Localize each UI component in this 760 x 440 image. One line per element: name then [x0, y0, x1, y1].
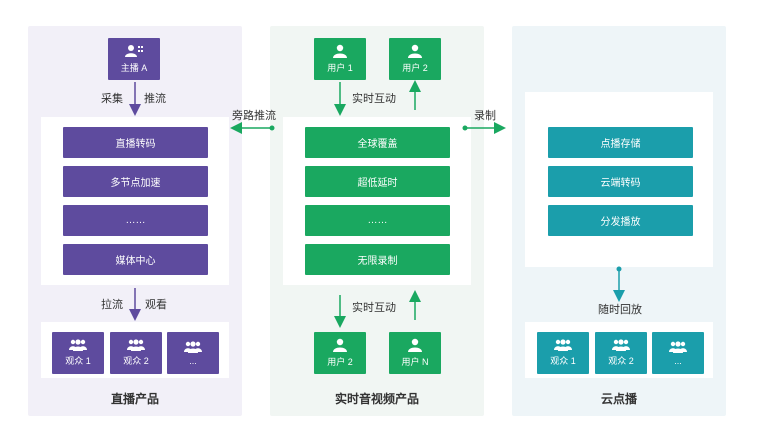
rtc-title: 实时音视频产品	[334, 392, 419, 406]
live-service-more: ……	[63, 205, 208, 236]
vod-viewer-more-label: ...	[674, 355, 682, 366]
vod-service-distribution: 分发播放	[548, 205, 693, 236]
live-watch-label: 观看	[145, 299, 167, 311]
live-viewer-more: ...	[167, 332, 219, 374]
rtc-user-2: 用户 2	[389, 38, 441, 80]
rtc-user-bottom-2-label: 用户 2	[327, 357, 353, 367]
live-viewer-1: 观众 1	[52, 332, 104, 374]
audience-icon	[612, 339, 630, 351]
live-service-media-center: 媒体中心	[63, 244, 208, 275]
user-icon	[408, 44, 422, 58]
rtc-bottom-interact-label: 实时互动	[352, 302, 396, 314]
rtc-top-interact-label: 实时互动	[352, 93, 396, 105]
user-icon	[333, 338, 347, 352]
rtc-service-coverage: 全球覆盖	[305, 127, 450, 158]
vod-viewer-2-label: 观众 2	[608, 356, 634, 366]
live-pull-label: 拉流	[101, 299, 123, 311]
rtc-user-bottom-n-label: 用户 N	[401, 357, 429, 367]
anchor-label: 主播 A	[120, 63, 148, 73]
live-collect-label: 采集	[101, 93, 123, 105]
live-viewer-more-label: ...	[189, 355, 197, 366]
anchor-tile: 主播 A	[108, 38, 160, 80]
user-icon	[333, 44, 347, 58]
record-label: 录制	[474, 110, 496, 122]
rtc-service-more: ……	[305, 205, 450, 236]
audience-icon	[127, 339, 145, 351]
rtc-service-low-latency: 超低延时	[305, 166, 450, 197]
vod-service-transcode: 云端转码	[548, 166, 693, 197]
live-viewer-2-label: 观众 2	[123, 356, 149, 366]
live-viewer-2: 观众 2	[110, 332, 162, 374]
live-title: 直播产品	[110, 392, 159, 406]
rtc-user-bottom-n: 用户 N	[389, 332, 441, 374]
vod-viewer-more: ...	[652, 332, 704, 374]
live-viewer-1-label: 观众 1	[65, 356, 91, 366]
audience-icon	[69, 339, 87, 351]
vod-viewer-1-label: 观众 1	[550, 356, 576, 366]
broadcaster-icon	[125, 45, 143, 57]
user-icon	[408, 338, 422, 352]
vod-viewer-2: 观众 2	[595, 332, 647, 374]
vod-viewer-1: 观众 1	[537, 332, 589, 374]
live-service-acceleration: 多节点加速	[63, 166, 208, 197]
bypass-push-label: 旁路推流	[232, 110, 276, 122]
rtc-user-1-label: 用户 1	[327, 63, 353, 73]
vod-service-storage: 点播存储	[548, 127, 693, 158]
vod-replay-label: 随时回放	[598, 304, 642, 316]
live-push-label: 推流	[144, 93, 166, 105]
audience-icon	[184, 340, 202, 353]
vod-title: 云点播	[600, 392, 637, 406]
live-service-transcode: 直播转码	[63, 127, 208, 158]
audience-icon	[554, 339, 572, 351]
rtc-user-bottom-2: 用户 2	[314, 332, 366, 374]
rtc-service-recording: 无限录制	[305, 244, 450, 275]
audience-icon	[669, 340, 687, 353]
rtc-user-2-label: 用户 2	[402, 63, 428, 73]
rtc-user-1: 用户 1	[314, 38, 366, 80]
